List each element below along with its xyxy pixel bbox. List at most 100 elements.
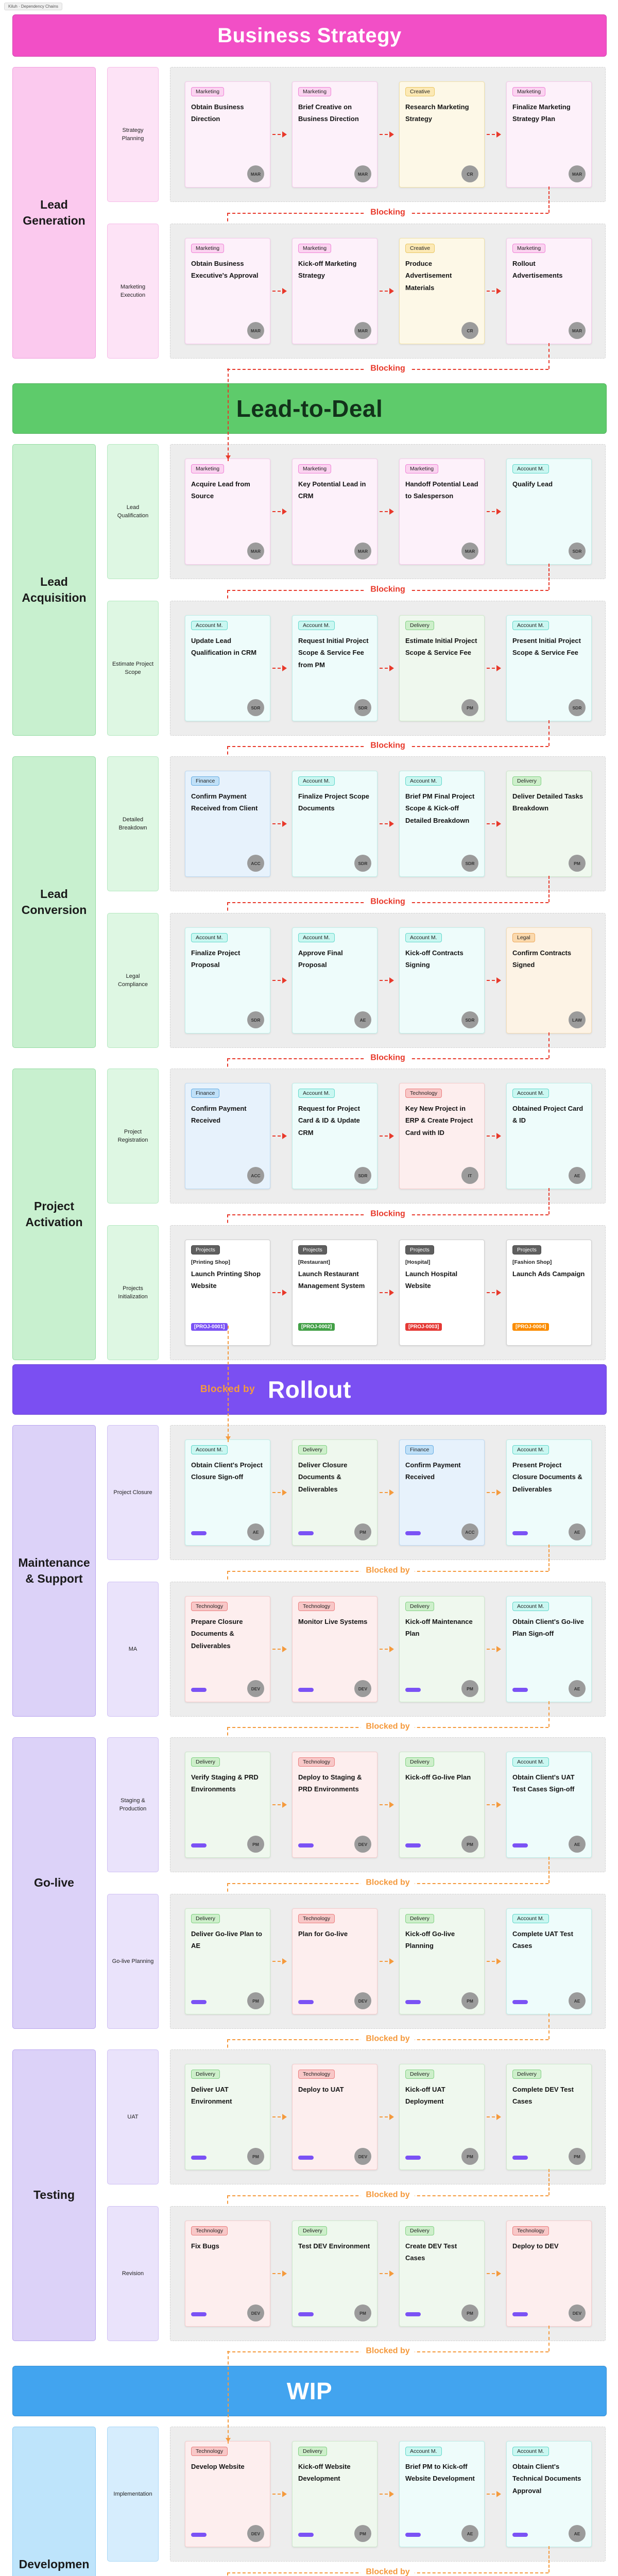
assignee-avatar[interactable]: MAR <box>247 543 264 560</box>
assignee-avatar[interactable]: AE <box>569 1523 586 1540</box>
assignee-avatar[interactable]: DEV <box>247 2304 264 2321</box>
assignee-avatar[interactable]: MAR <box>354 543 371 560</box>
task-card[interactable]: Account M.Finalize Project Scope Documen… <box>292 771 377 877</box>
task-card[interactable]: Projects[Hospital]Launch Hospital Websit… <box>399 1240 485 1346</box>
assignee-avatar[interactable]: MAR <box>354 322 371 339</box>
assignee-avatar[interactable]: PM <box>461 2148 478 2165</box>
assignee-avatar[interactable]: AE <box>569 1167 586 1184</box>
assignee-avatar[interactable]: MAR <box>247 165 264 182</box>
assignee-avatar[interactable]: AE <box>247 1523 264 1540</box>
task-card[interactable]: Account M.Present Initial Project Scope … <box>506 615 592 721</box>
task-card[interactable]: Account M.Obtain Client's Go-live Plan S… <box>506 1596 592 1702</box>
assignee-avatar[interactable]: DEV <box>354 2148 371 2165</box>
assignee-avatar[interactable]: ACC <box>461 1523 478 1540</box>
assignee-avatar[interactable]: PM <box>461 1992 478 2009</box>
task-card[interactable]: Account M.Brief PM Final Project Scope &… <box>399 771 485 877</box>
assignee-avatar[interactable]: PM <box>461 1836 478 1853</box>
assignee-avatar[interactable]: DEV <box>354 1992 371 2009</box>
assignee-avatar[interactable]: PM <box>461 2304 478 2321</box>
task-card[interactable]: Projects[Fashion Shop]Launch Ads Campaig… <box>506 1240 592 1346</box>
assignee-avatar[interactable]: SDR <box>247 699 264 716</box>
assignee-avatar[interactable]: SDR <box>354 855 371 872</box>
assignee-avatar[interactable]: PM <box>247 1836 264 1853</box>
assignee-avatar[interactable]: IT <box>461 1167 478 1184</box>
assignee-avatar[interactable]: DEV <box>354 1680 371 1697</box>
assignee-avatar[interactable]: LAW <box>569 1011 586 1028</box>
assignee-avatar[interactable]: MAR <box>461 543 478 560</box>
assignee-avatar[interactable]: SDR <box>247 1011 264 1028</box>
assignee-avatar[interactable]: PM <box>247 1992 264 2009</box>
assignee-avatar[interactable]: SDR <box>569 543 586 560</box>
task-card[interactable]: Account M.Obtain Client's UAT Test Cases… <box>506 1752 592 1858</box>
assignee-avatar[interactable]: ACC <box>247 1167 264 1184</box>
assignee-avatar[interactable]: PM <box>569 2148 586 2165</box>
assignee-avatar[interactable]: DEV <box>569 2304 586 2321</box>
assignee-avatar[interactable]: MAR <box>354 165 371 182</box>
assignee-avatar[interactable]: PM <box>461 699 478 716</box>
assignee-avatar[interactable]: DEV <box>247 1680 264 1697</box>
assignee-avatar[interactable]: ACC <box>247 855 264 872</box>
assignee-avatar[interactable]: CR <box>461 165 478 182</box>
assignee-avatar[interactable]: PM <box>461 1680 478 1697</box>
assignee-avatar[interactable]: SDR <box>461 855 478 872</box>
task-card[interactable]: Account M.Brief PM to Kick-off Website D… <box>399 2441 485 2547</box>
task-card[interactable]: Account M.Request for Project Card & ID … <box>292 1083 377 1189</box>
assignee-avatar[interactable]: AE <box>569 2525 586 2542</box>
assignee-avatar[interactable]: AE <box>461 2525 478 2542</box>
assignee-avatar[interactable]: PM <box>354 2525 371 2542</box>
assignee-avatar[interactable]: MAR <box>247 322 264 339</box>
assignee-avatar[interactable]: SDR <box>354 1167 371 1184</box>
task-card[interactable]: Account M.Obtain Client's Project Closur… <box>185 1439 270 1546</box>
assignee-avatar[interactable]: DEV <box>247 2525 264 2542</box>
assignee-avatar[interactable]: PM <box>354 2304 371 2321</box>
task-card[interactable]: Account M.Request Initial Project Scope … <box>292 615 377 721</box>
task-card[interactable]: Account M.Obtain Client's Technical Docu… <box>506 2441 592 2547</box>
assignee-avatar[interactable]: AE <box>569 1992 586 2009</box>
assignee-avatar[interactable]: CR <box>461 322 478 339</box>
task-card[interactable]: Account M.Update Lead Qualification in C… <box>185 615 270 721</box>
assignee-avatar[interactable]: DEV <box>354 1836 371 1853</box>
assignee-avatar[interactable]: PM <box>569 855 586 872</box>
assignee-avatar[interactable]: SDR <box>354 699 371 716</box>
assignee-avatar[interactable]: PM <box>247 2148 264 2165</box>
